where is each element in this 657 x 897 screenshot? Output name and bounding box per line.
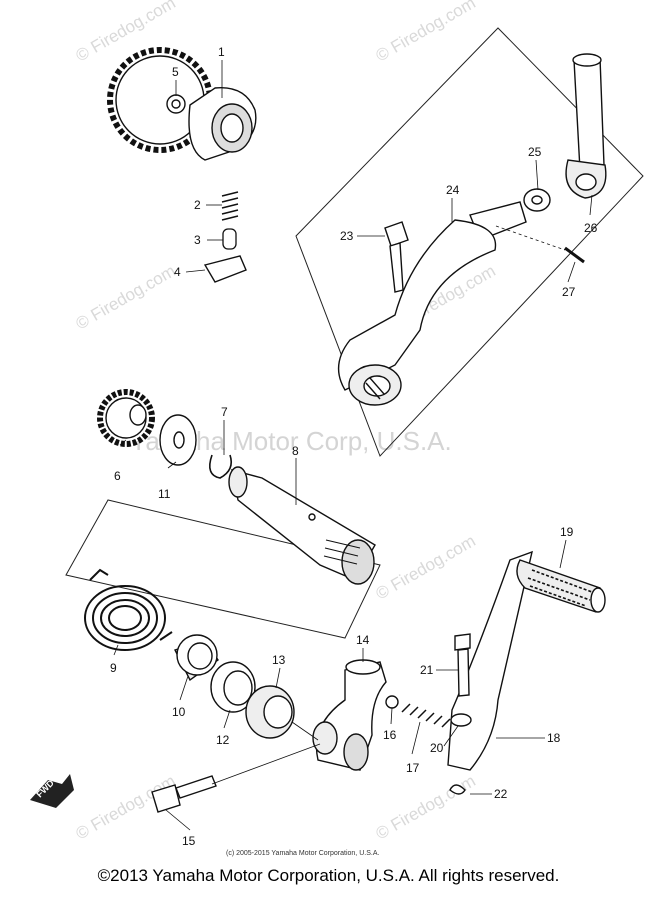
callout-12: 12 [216, 733, 230, 747]
leader-collar [291, 721, 319, 741]
callout-21: 21 [420, 663, 434, 677]
forward-direction-arrow: FWD [30, 774, 74, 808]
part-kick-arm-24 [337, 201, 527, 406]
leader-lines [113, 60, 593, 831]
callout-4: 4 [174, 265, 181, 279]
callout-18: 18 [547, 731, 561, 745]
callout-1: 1 [218, 45, 225, 59]
callout-27: 27 [562, 285, 576, 299]
callout-numbers: 1 2 3 4 5 6 7 8 9 10 11 12 13 14 15 16 1… [110, 45, 598, 848]
callout-7: 7 [221, 405, 228, 419]
callout-9: 9 [110, 661, 117, 675]
copyright-notice: ©2013 Yamaha Motor Corporation, U.S.A. A… [97, 866, 560, 885]
part-washer-20 [450, 713, 472, 727]
callout-11: 11 [158, 487, 171, 501]
part-small-spring [221, 191, 239, 221]
callout-25: 25 [528, 145, 542, 159]
part-bolt-15 [151, 775, 217, 813]
part-kick-gear [97, 389, 155, 447]
part-kick-shaft [228, 466, 376, 585]
callout-6: 6 [114, 469, 121, 483]
part-collar-13 [245, 685, 295, 739]
watermark-site: © Firedog.com [373, 771, 479, 843]
callout-13: 13 [272, 653, 286, 667]
callout-16: 16 [383, 728, 397, 742]
part-washer-11 [159, 414, 197, 466]
callout-19: 19 [560, 525, 574, 539]
part-ball-16 [385, 695, 399, 709]
part-washer-25 [523, 188, 551, 212]
leader-dash [495, 225, 566, 251]
part-clip [203, 255, 247, 283]
callout-22: 22 [494, 787, 508, 801]
part-nut-22 [449, 784, 466, 795]
callout-5: 5 [172, 65, 179, 79]
callout-17: 17 [406, 761, 420, 775]
callout-26: 26 [584, 221, 598, 235]
subassembly-frame-spring [65, 499, 381, 639]
watermark-site: © Firedog.com [373, 0, 479, 65]
callout-23: 23 [340, 229, 354, 243]
part-kick-shaft-tube [565, 53, 607, 199]
part-ratchet-gear [107, 47, 257, 161]
callout-8: 8 [292, 444, 299, 458]
part-pin-27 [564, 246, 585, 264]
callout-24: 24 [446, 183, 460, 197]
part-spring-17 [401, 703, 451, 728]
part-collar-12 [210, 661, 256, 713]
part-bolt-21 [454, 633, 471, 697]
part-bolt-23 [384, 221, 409, 293]
part-kick-spring [84, 568, 173, 651]
callout-14: 14 [356, 633, 370, 647]
callout-15: 15 [182, 834, 196, 848]
callout-3: 3 [194, 233, 201, 247]
part-pin [222, 228, 237, 250]
callout-2: 2 [194, 198, 201, 212]
part-collar-10 [174, 634, 219, 682]
part-kick-lever-boss [312, 659, 387, 771]
leader-bolt [211, 743, 321, 785]
part-circlip-7 [209, 454, 233, 479]
copyright-small: (c) 2005-2015 Yamaha Motor Corporation, … [226, 850, 379, 857]
callout-10: 10 [172, 705, 186, 719]
callout-20: 20 [430, 741, 444, 755]
watermark-site: © Firedog.com [73, 261, 179, 333]
watermark-site: © Firedog.com [373, 531, 479, 603]
part-kick-pedal [447, 550, 606, 771]
